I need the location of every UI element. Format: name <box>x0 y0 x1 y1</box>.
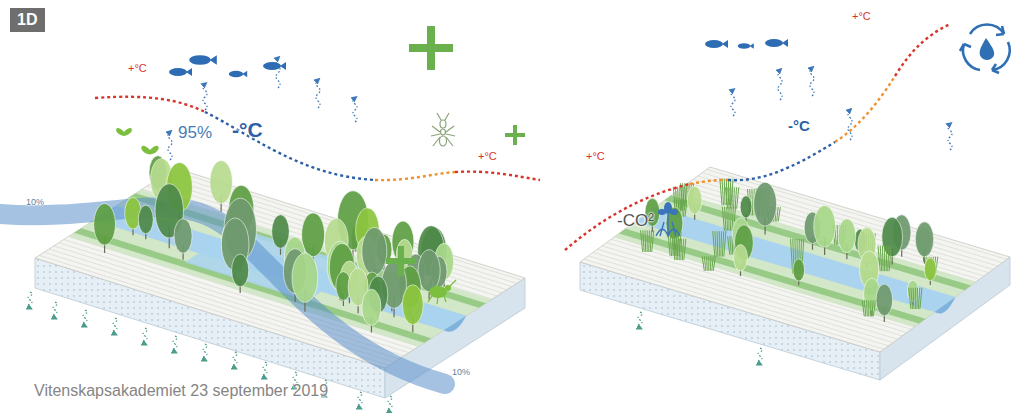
temperature-label: +°C <box>586 150 605 162</box>
carbon-label: -CO² <box>617 212 654 231</box>
section-number: 1D <box>17 12 38 28</box>
temperature-label: +°C <box>478 150 497 162</box>
temperature-label: +°C <box>852 10 871 22</box>
temperature-label: -°C <box>788 118 810 135</box>
percentage-label: 10% <box>452 368 470 378</box>
percentage-label: 10% <box>26 198 44 208</box>
plus-symbols <box>386 26 525 276</box>
temperature-label: +°C <box>128 62 147 74</box>
temperature-curves <box>95 24 950 250</box>
percentage-label: 95% <box>178 124 212 143</box>
terrain-slabs <box>35 167 1010 398</box>
flower-icon <box>656 202 680 236</box>
flow-band <box>0 207 445 384</box>
vegetation <box>94 156 938 333</box>
section-tag: 1D <box>10 8 45 32</box>
watermark: Vitenskapsakademiet 23 september 2019 <box>34 382 328 400</box>
evaporation-arrows <box>28 58 952 412</box>
temperature-label: -°C <box>232 118 263 141</box>
water-cycle-icon <box>960 25 1010 73</box>
fauna-icons <box>116 39 788 304</box>
